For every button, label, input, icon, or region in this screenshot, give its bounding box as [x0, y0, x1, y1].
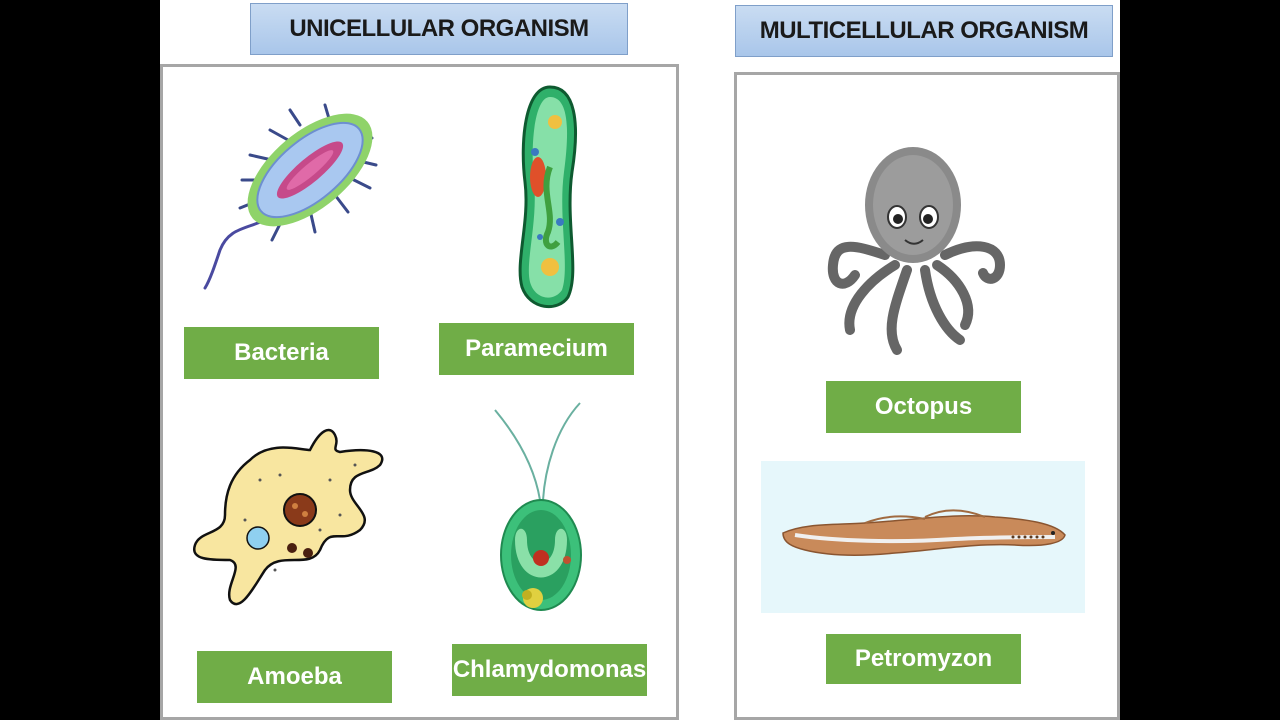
chlamydomonas-image [494, 402, 582, 611]
paramecium-label: Paramecium [439, 323, 634, 375]
octopus-image [827, 147, 1006, 355]
amoeba-image [193, 428, 384, 606]
bacteria-label: Bacteria [184, 327, 379, 379]
chlamydomonas-label: Chlamydomonas [452, 644, 647, 696]
unicellular-panel [160, 64, 679, 720]
petromyzon-image [782, 509, 1066, 556]
amoeba-label: Amoeba [197, 651, 392, 703]
slide: UNICELLULAR ORGANISM MULTICELLULAR ORGAN… [160, 0, 1120, 720]
petromyzon-label: Petromyzon [826, 634, 1021, 684]
multicellular-header: MULTICELLULAR ORGANISM [735, 5, 1113, 57]
paramecium-image [518, 85, 578, 309]
bacteria-image [203, 103, 378, 290]
unicellular-header: UNICELLULAR ORGANISM [250, 3, 628, 55]
octopus-label: Octopus [826, 381, 1021, 433]
